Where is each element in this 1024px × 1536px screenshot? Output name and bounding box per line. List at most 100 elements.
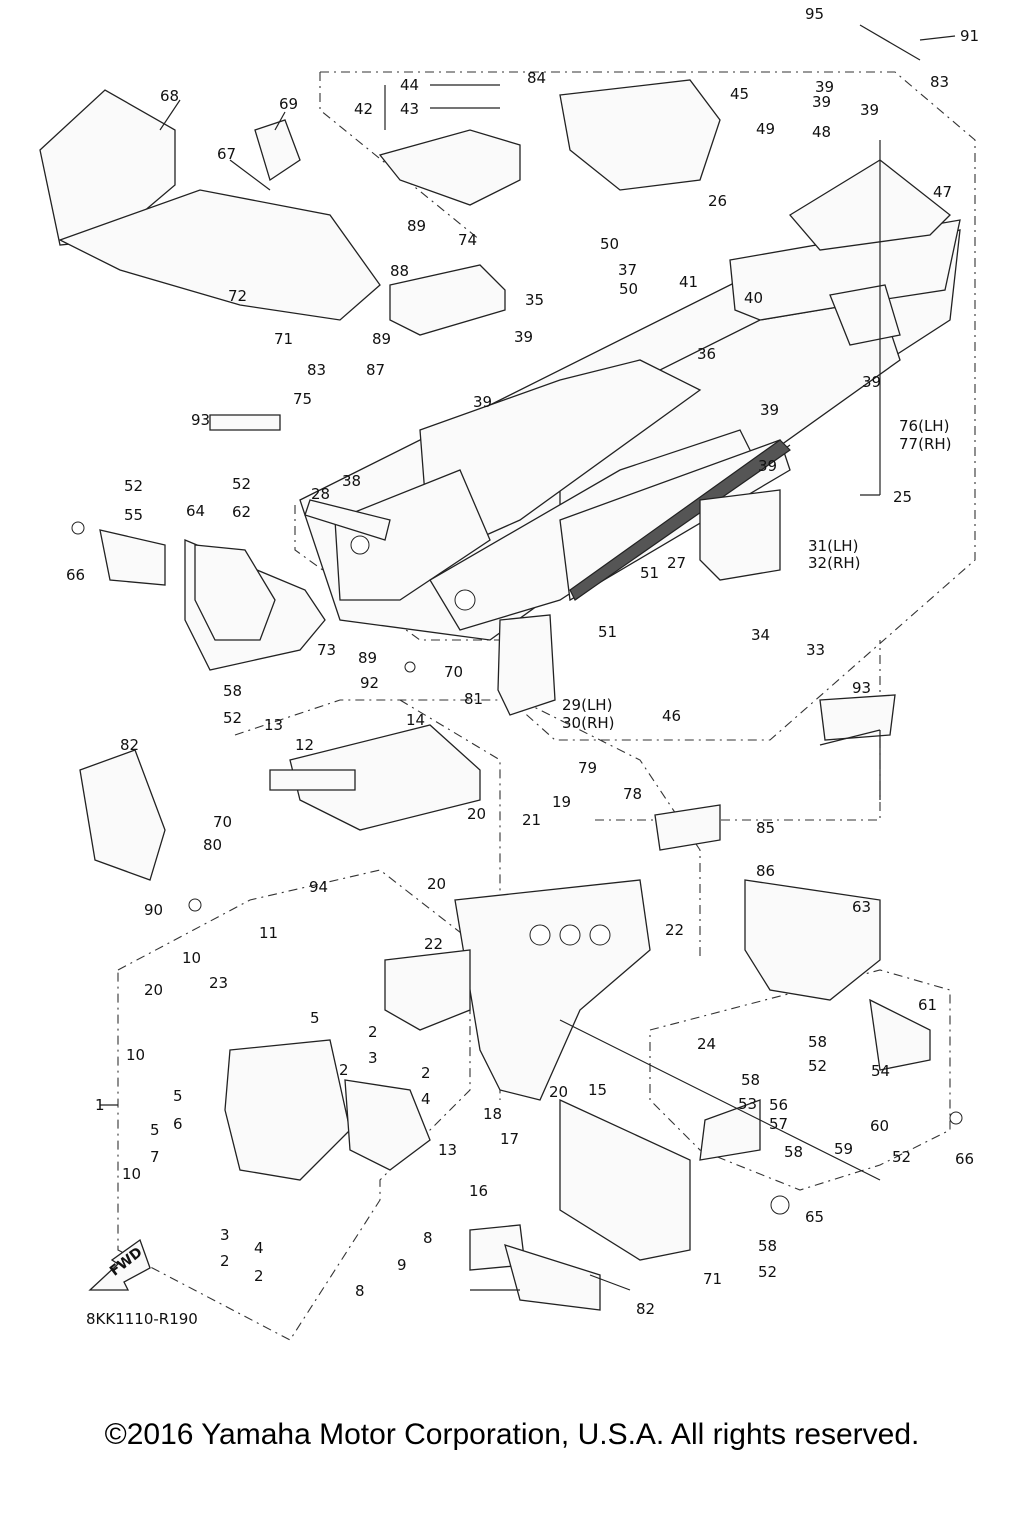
label-5: 5 [310,1009,320,1027]
label-52: 52 [223,709,243,727]
label-78: 78 [623,785,643,803]
label-25: 25 [893,488,913,506]
label-39: 39 [812,93,832,111]
label-66: 66 [66,566,86,584]
label-52: 52 [892,1148,912,1166]
label-67: 67 [217,145,237,163]
label-11: 11 [259,924,279,942]
label-70: 70 [444,663,464,681]
label-73: 73 [317,641,337,659]
label-15: 15 [588,1081,608,1099]
label-59: 59 [834,1140,854,1158]
label-39: 39 [860,101,880,119]
label-7: 7 [150,1148,160,1166]
label-12: 12 [295,736,315,754]
label-39: 39 [862,373,882,391]
label-18: 18 [483,1105,503,1123]
frame-drawing [39,24,976,1341]
label-45: 45 [730,85,750,103]
label-58: 58 [784,1143,804,1161]
label-52: 52 [808,1057,828,1075]
label-21: 21 [522,811,542,829]
label-89: 89 [358,649,378,667]
label-87: 87 [366,361,386,379]
label-10: 10 [122,1165,142,1183]
label-88: 88 [390,262,410,280]
label-75: 75 [293,390,313,408]
label-32-rh: 32(RH) [808,554,861,572]
label-89: 89 [372,330,392,348]
label-66: 66 [955,1150,975,1168]
label-5: 5 [173,1087,183,1105]
label-48: 48 [812,123,832,141]
label-63: 63 [852,898,872,916]
label-2: 2 [254,1267,264,1285]
label-4: 4 [254,1239,264,1257]
label-93: 93 [852,679,872,697]
label-60: 60 [870,1117,890,1135]
label-53: 53 [738,1095,758,1113]
label-77-rh: 77(RH) [899,435,952,453]
label-50: 50 [619,280,639,298]
label-71: 71 [274,330,294,348]
label-17: 17 [500,1130,520,1148]
label-10: 10 [126,1046,146,1064]
label-91: 91 [960,27,980,45]
label-13: 13 [438,1141,458,1159]
label-83: 83 [307,361,327,379]
label-34: 34 [751,626,771,644]
label-52: 52 [124,477,144,495]
label-85: 85 [756,819,776,837]
label-29-lh: 29(LH) [562,696,613,714]
label-41: 41 [679,273,699,291]
label-39: 39 [815,78,835,96]
label-47: 47 [933,183,953,201]
label-71: 71 [703,1270,723,1288]
label-16: 16 [469,1182,489,1200]
label-39: 39 [514,328,534,346]
label-50: 50 [600,235,620,253]
label-68: 68 [160,87,180,105]
label-70: 70 [213,813,233,831]
label-19: 19 [552,793,572,811]
label-76-lh: 76(LH) [899,417,950,435]
label-22: 22 [665,921,685,939]
label-84: 84 [527,69,547,87]
label-86: 86 [756,862,776,880]
label-82: 82 [120,736,140,754]
label-90: 90 [144,901,164,919]
label-61: 61 [918,996,938,1014]
label-94: 94 [309,878,329,896]
label-4: 4 [421,1090,431,1108]
copyright-notice: ©2016 Yamaha Motor Corporation, U.S.A. A… [104,1418,920,1451]
label-35: 35 [525,291,545,309]
label-57: 57 [769,1115,789,1133]
label-24: 24 [697,1035,717,1053]
label-3: 3 [220,1226,230,1244]
label-2: 2 [339,1061,349,1079]
label-58: 58 [808,1033,828,1051]
label-2: 2 [220,1252,230,1270]
label-82: 82 [636,1300,656,1318]
label-27: 27 [667,554,687,572]
label-65: 65 [805,1208,825,1226]
label-46: 46 [662,707,682,725]
label-92: 92 [360,674,380,692]
label-42: 42 [354,100,374,118]
label-54: 54 [871,1062,891,1080]
label-30-rh: 30(RH) [562,714,615,732]
label-58: 58 [758,1237,778,1255]
diagram-code: 8KK1110-R190 [86,1310,198,1328]
label-49: 49 [756,120,776,138]
label-8: 8 [355,1282,365,1300]
label-6: 6 [173,1115,183,1133]
label-14: 14 [406,711,426,729]
label-93: 93 [191,411,211,429]
label-64: 64 [186,502,206,520]
label-26: 26 [708,192,728,210]
label-72: 72 [228,287,248,305]
label-3: 3 [368,1049,378,1067]
label-43: 43 [400,100,420,118]
label-13: 13 [264,716,284,734]
label-38: 38 [342,472,362,490]
